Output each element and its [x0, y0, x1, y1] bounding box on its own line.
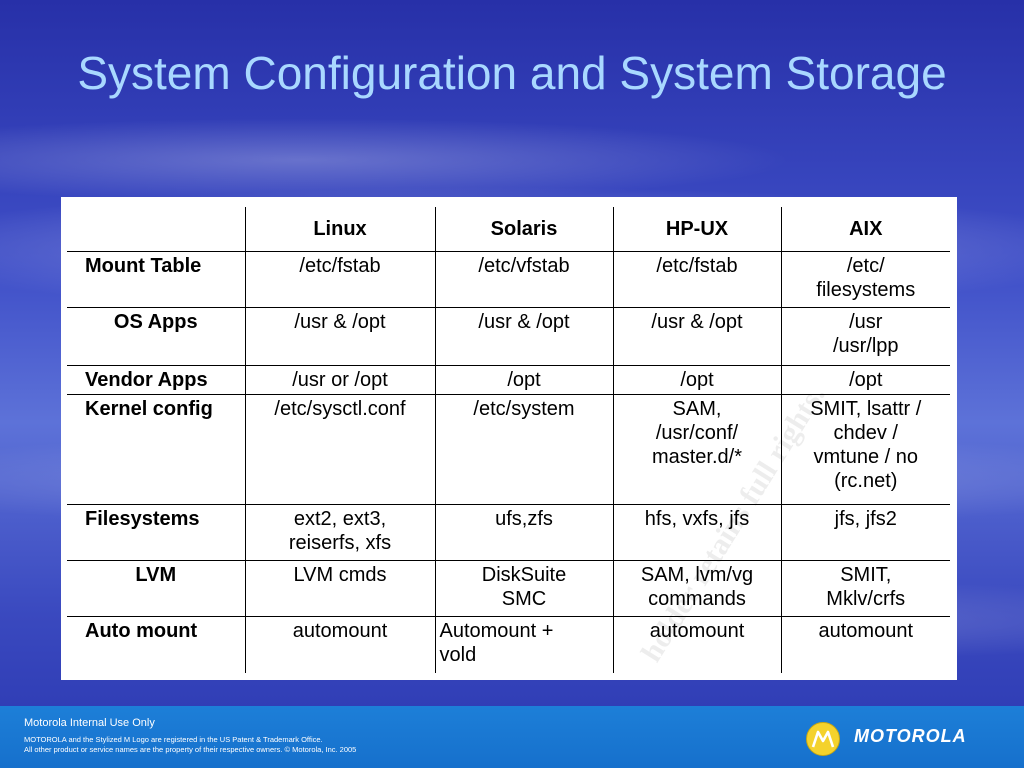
table-cell: /usr & /opt — [244, 307, 436, 366]
row-label: LVM — [67, 560, 246, 617]
table-cell: automount — [612, 616, 782, 673]
table-cell: SMIT, lsattr /chdev /vmtune / no(rc.net) — [780, 394, 950, 505]
table-cell: ufs,zfs — [434, 504, 614, 561]
table-cell: /etc/fstab — [612, 251, 782, 308]
table-cell: hfs, vxfs, jfs — [612, 504, 782, 561]
comparison-table-panel: holder retains full rights. Linux Solari… — [61, 197, 957, 680]
table-cell: /etc/filesystems — [780, 251, 950, 308]
legal-notice: MOTOROLA and the Stylized M Logo are reg… — [24, 735, 356, 755]
table-cell: /usr or /opt — [244, 365, 436, 395]
table-cell: SAM,/usr/conf/master.d/* — [612, 394, 782, 505]
os-comparison-table: Linux Solaris HP-UX AIX Mount Table /etc… — [67, 207, 950, 673]
row-label: Kernel config — [67, 394, 246, 505]
table-row: OS Apps /usr & /opt /usr & /opt /usr & /… — [67, 307, 950, 366]
slide-title: System Configuration and System Storage — [77, 47, 947, 99]
table-cell: /etc/fstab — [244, 251, 436, 308]
table-cell: Automount +vold — [434, 616, 614, 673]
legal-line-1: MOTOROLA and the Stylized M Logo are reg… — [24, 735, 323, 744]
legal-line-2: All other product or service names are t… — [24, 745, 357, 754]
internal-use-label: Motorola Internal Use Only — [24, 717, 155, 729]
m-glyph — [811, 730, 835, 748]
table-cell: jfs, jfs2 — [780, 504, 950, 561]
header-linux: Linux — [244, 207, 436, 252]
header-solaris: Solaris — [434, 207, 614, 252]
table-cell: /opt — [780, 365, 950, 395]
table-row: Auto mount automount Automount +vold aut… — [67, 616, 950, 673]
table-cell: ext2, ext3,reiserfs, xfs — [244, 504, 436, 561]
motorola-m-logo-icon — [806, 722, 840, 756]
table-cell: /opt — [434, 365, 614, 395]
table-cell: /opt — [612, 365, 782, 395]
table-cell: /usr & /opt — [434, 307, 614, 366]
table-cell: automount — [780, 616, 950, 673]
row-label: Mount Table — [67, 251, 246, 308]
table-cell: SMIT,Mklv/crfs — [780, 560, 950, 617]
table-cell: /usr & /opt — [612, 307, 782, 366]
brand-wordmark: MOTOROLA — [854, 726, 967, 746]
table-cell: LVM cmds — [244, 560, 436, 617]
table-header-row: Linux Solaris HP-UX AIX — [67, 207, 950, 252]
table-cell: automount — [244, 616, 436, 673]
table-row: Mount Table /etc/fstab /etc/vfstab /etc/… — [67, 251, 950, 308]
row-label: Filesystems — [67, 504, 246, 561]
header-hpux: HP-UX — [612, 207, 782, 252]
row-label: Auto mount — [67, 616, 246, 673]
table-cell: /etc/system — [434, 394, 614, 505]
table-cell: /etc/sysctl.conf — [244, 394, 436, 505]
table-cell: /usr/usr/lpp — [780, 307, 950, 366]
row-label: OS Apps — [67, 307, 246, 366]
slide-footer: Motorola Internal Use Only MOTOROLA and … — [0, 706, 1024, 768]
table-row: Kernel config /etc/sysctl.conf /etc/syst… — [67, 394, 950, 505]
header-corner — [67, 207, 246, 252]
row-label: Vendor Apps — [67, 365, 246, 395]
header-aix: AIX — [780, 207, 950, 252]
table-row: Filesystems ext2, ext3,reiserfs, xfs ufs… — [67, 504, 950, 561]
table-cell: /etc/vfstab — [434, 251, 614, 308]
table-row: Vendor Apps /usr or /opt /opt /opt /opt — [67, 365, 950, 395]
